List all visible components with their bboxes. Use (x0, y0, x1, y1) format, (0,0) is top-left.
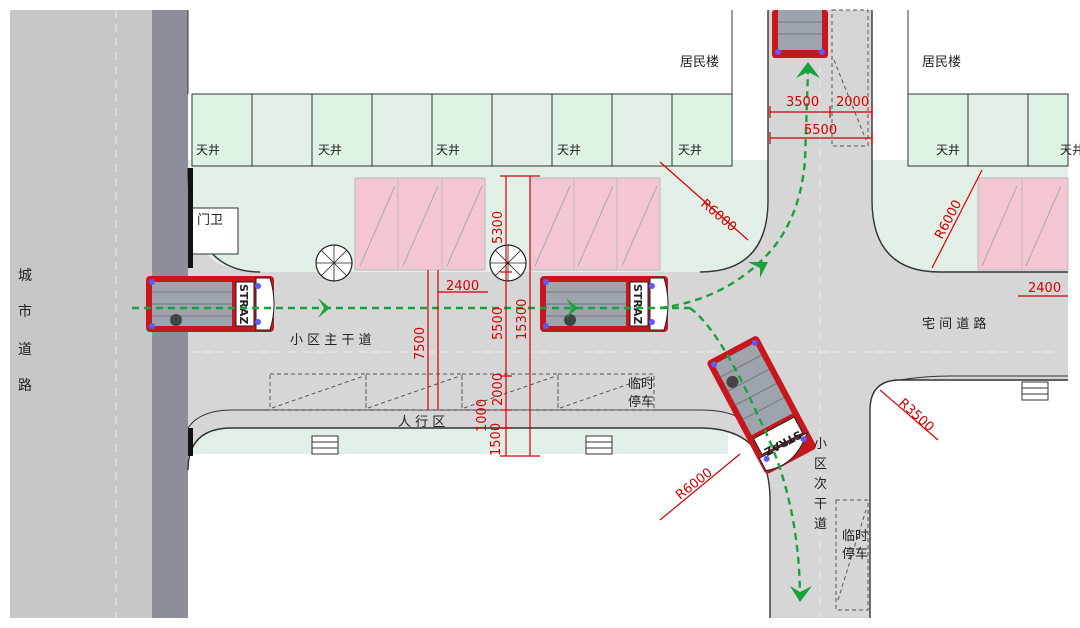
curb-bottom-right (869, 379, 1068, 618)
city-road-char-4: 路 (18, 378, 32, 394)
truck-plate-text: STRAZ (631, 284, 644, 324)
fire-route-path (132, 69, 810, 601)
green-strip-bottom (188, 428, 728, 454)
dim-5300: 5300 (491, 211, 506, 244)
tree-icon (315, 244, 353, 282)
truck-plate-text: STRAZ (237, 284, 250, 324)
building-row-left (191, 93, 733, 167)
city-road-char-2: 市 (18, 303, 32, 320)
patio-label-2: 天井 (318, 143, 342, 157)
dim-5500-top: 5500 (804, 123, 837, 138)
dim-5500-mid: 5500 (491, 307, 506, 340)
dimension-lines (427, 106, 1068, 521)
temp-parking-label-2-line-2: 停车 (842, 546, 868, 562)
temp-parking-zone-south (835, 499, 869, 611)
building-row-right (907, 93, 1069, 167)
sidewalk-right (899, 375, 1068, 381)
route-arrow-icon (790, 586, 812, 602)
residential-building-label-right: 居民楼 (922, 55, 961, 70)
gate-post-top (188, 168, 193, 268)
patio-label-5: 天井 (678, 143, 702, 157)
guard-room-label: 门卫 (197, 213, 223, 228)
secondary-road-char-4: 干 (814, 497, 827, 512)
secondary-road-char-5: 道 (814, 517, 827, 532)
temp-parking-label-1-line-1: 临时 (628, 377, 654, 392)
curb-bottom-left (187, 427, 233, 471)
tree-icon (489, 244, 527, 282)
patio-label-4: 天井 (557, 143, 581, 157)
secondary-road-char-2: 区 (814, 457, 827, 472)
main-road-surface (188, 272, 1068, 618)
pedestrian-zone-label: 人 行 区 (398, 415, 445, 430)
curb-top-middle (699, 10, 769, 273)
patio-label-7: 天井 (1060, 143, 1080, 157)
dim-2000-mid: 2000 (491, 373, 506, 406)
patio-label-6: 天井 (936, 143, 960, 157)
fire-truck-north (772, 10, 828, 58)
dim-15300: 15300 (515, 299, 530, 340)
dim-1500: 1500 (489, 423, 504, 456)
guard-room (191, 207, 239, 255)
temp-parking-zone-north (831, 9, 869, 147)
patio-label-3: 天井 (436, 143, 460, 157)
dim-2000-top: 2000 (836, 95, 869, 110)
route-arrow-icon (566, 298, 578, 318)
route-arrow-icon (318, 298, 330, 318)
curb-top-right (871, 10, 1068, 273)
secondary-road-char-1: 小 (814, 437, 827, 452)
temp-parking-label-1-line-2: 停车 (628, 394, 654, 410)
house-road-label: 宅 间 道 路 (922, 316, 986, 332)
city-road-char-1: 城 (18, 268, 32, 284)
parking-bays-top (354, 177, 1069, 271)
fire-truck-middle: STRAZ (540, 276, 669, 332)
stairs-icon (311, 381, 1049, 455)
route-arrow-icon (796, 62, 820, 78)
city-road-surface (10, 10, 152, 618)
temp-parking-label-2-line-1: 临时 (842, 529, 868, 544)
dim-2400-right: 2400 (1028, 281, 1061, 296)
residential-building-label-left: 居民楼 (680, 55, 719, 70)
gate-post-bottom (188, 428, 193, 456)
fire-truck-left: STRAZ (146, 276, 275, 332)
secondary-road-char-3: 次 (814, 476, 827, 492)
patio-label-1: 天井 (196, 143, 220, 157)
route-arrow-icon (748, 262, 768, 278)
dim-2400-left: 2400 (446, 279, 479, 294)
dim-1000: 1000 (475, 399, 490, 432)
main-road-label: 小 区 主 干 道 (290, 333, 372, 348)
dim-3500: 3500 (786, 95, 819, 110)
dim-7500: 7500 (413, 327, 428, 360)
city-road-char-3: 道 (18, 342, 32, 358)
temp-parking-zone-main (269, 373, 655, 411)
